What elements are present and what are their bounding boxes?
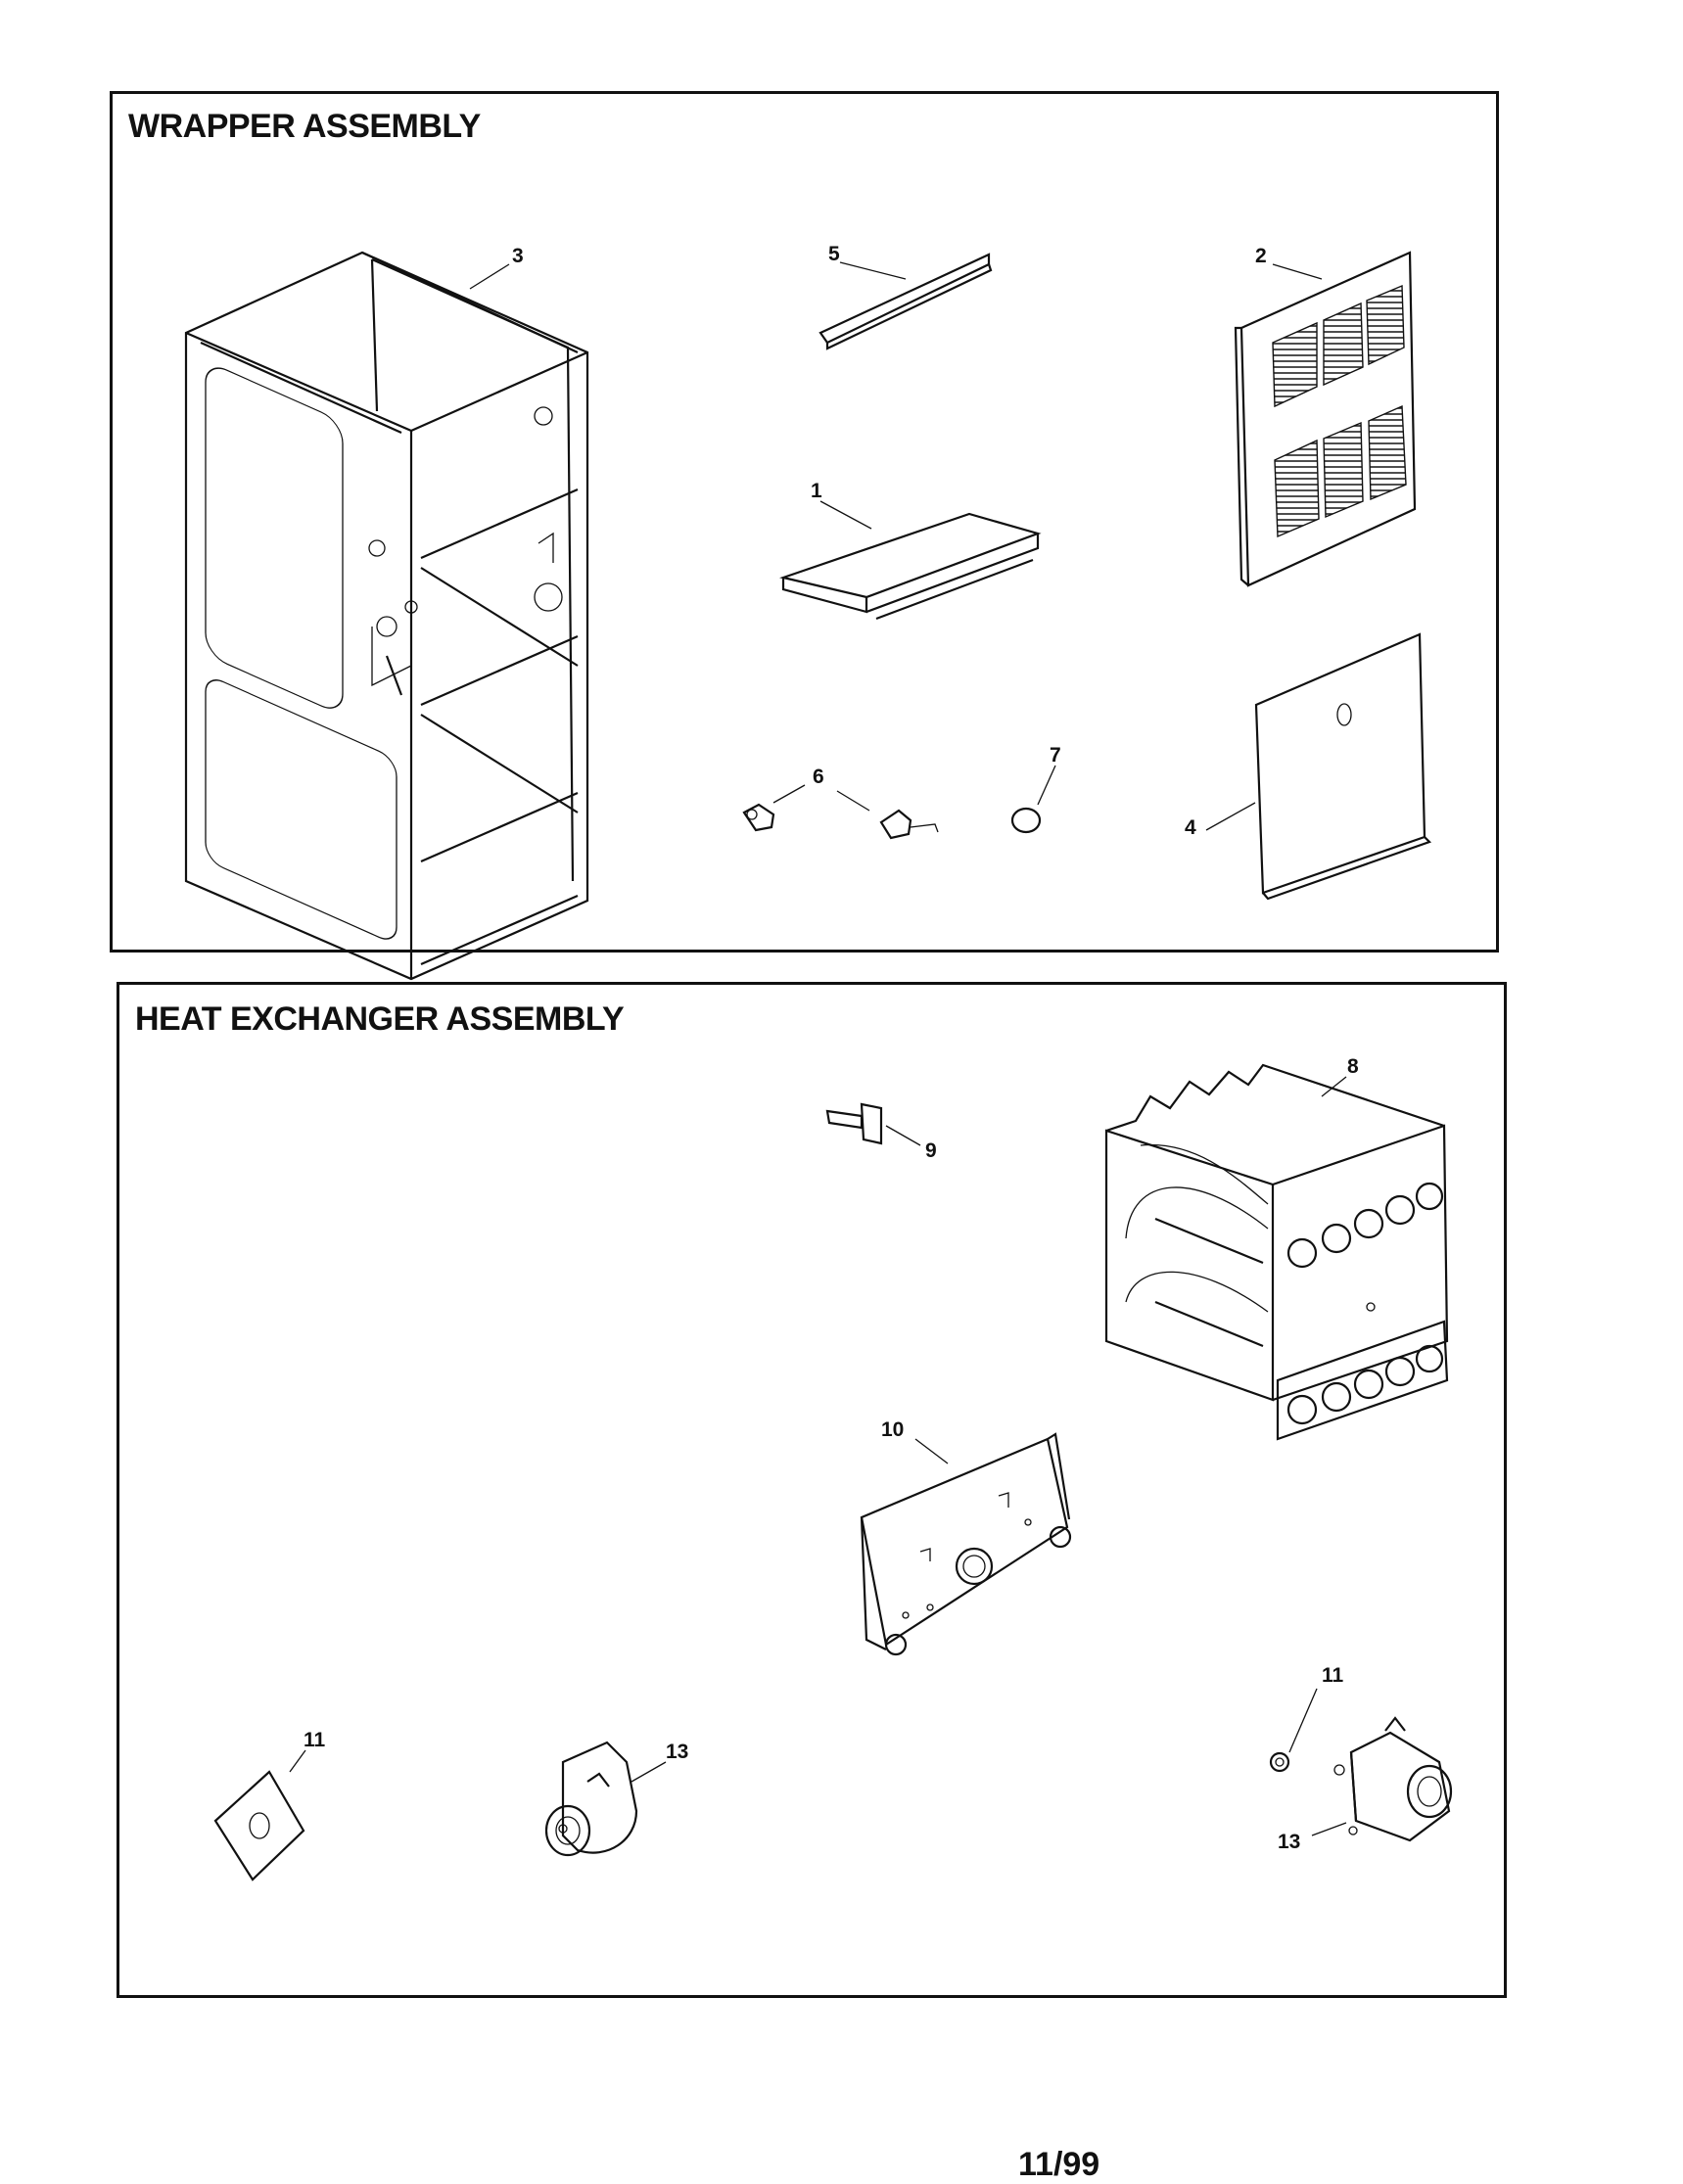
callout-8: 8 [1347, 1055, 1359, 1078]
part-11-gasket-ring-right: 11 [1269, 1664, 1344, 1773]
footer-date: 11/99 [1018, 2146, 1100, 2183]
callout-13-left: 13 [666, 1741, 688, 1763]
part-13-inducer-blower-left: 13 [544, 1741, 688, 1857]
callout-2: 2 [1255, 245, 1267, 267]
part-8-heat-exchanger: 8 [1104, 1055, 1449, 1441]
part-7-plug: 7 [1010, 744, 1061, 834]
callout-5: 5 [828, 243, 840, 265]
callout-10: 10 [881, 1418, 904, 1441]
callout-6: 6 [813, 766, 824, 788]
callout-3: 3 [512, 245, 524, 267]
callout-11-right: 11 [1322, 1664, 1344, 1687]
part-5-rail: 5 [818, 243, 993, 350]
part-3-cabinet-wrapper: 3 [184, 245, 589, 981]
part-1-top-panel: 1 [779, 480, 1042, 621]
heat-exchanger-assembly-panel: HEAT EXCHANGER ASSEMBLY [117, 982, 1507, 1998]
wrapper-assembly-panel: WRAPPER ASSEMBLY [110, 91, 1499, 953]
callout-9: 9 [925, 1139, 937, 1162]
part-11-gasket-plate-left: 11 [213, 1729, 326, 1882]
part-4-side-panel: 4 [1185, 632, 1432, 901]
heat-exchanger-assembly-title: HEAT EXCHANGER ASSEMBLY [135, 1000, 625, 1038]
part-2-grille-panel: 2 [1234, 245, 1417, 587]
part-13-inducer-blower-right: 13 [1278, 1716, 1453, 1853]
wrapper-assembly-title: WRAPPER ASSEMBLY [128, 108, 481, 145]
callout-11-left: 11 [304, 1729, 326, 1751]
callout-13-right: 13 [1278, 1831, 1300, 1853]
callout-4: 4 [1185, 816, 1196, 839]
part-10-burner-box-cover: 10 [860, 1418, 1072, 1656]
part-9-sensor: 9 [825, 1102, 937, 1162]
callout-7: 7 [1050, 744, 1061, 767]
part-6-door-switch: 6 [742, 766, 939, 840]
callout-1: 1 [811, 480, 822, 502]
